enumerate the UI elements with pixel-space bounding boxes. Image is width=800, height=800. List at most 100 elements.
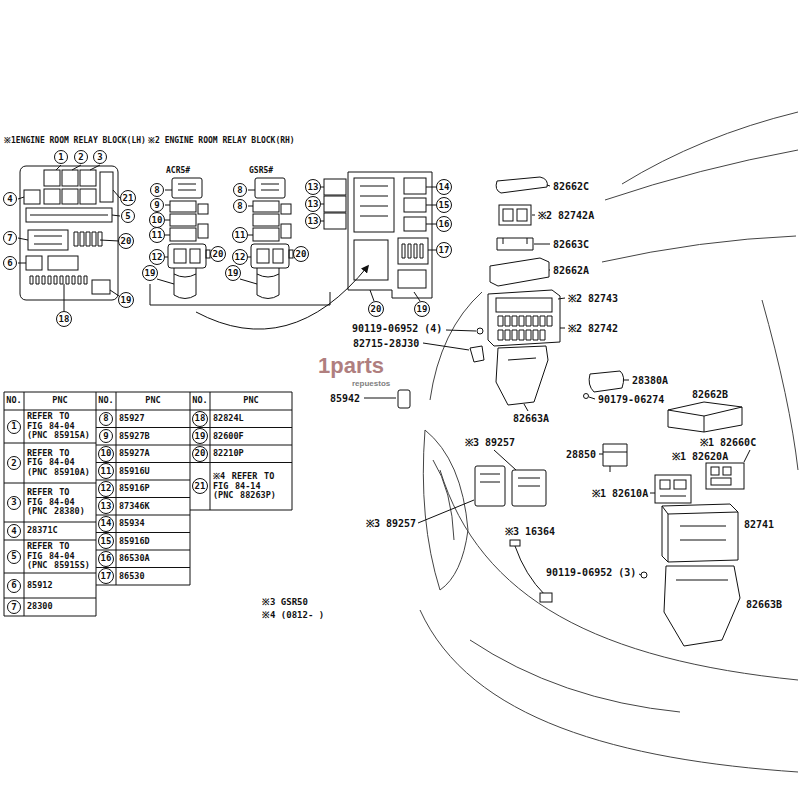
- fuse-box-parts: [497, 238, 533, 250]
- relay-block-lh: [62, 189, 78, 204]
- callout-circle: 8: [99, 412, 113, 426]
- relay-block-gsr: [281, 224, 291, 238]
- relay-block-acr: [198, 224, 208, 238]
- footnote: ※3 GSR50: [262, 598, 308, 608]
- part-number: ※3 89257: [366, 518, 416, 529]
- leader-line: [321, 187, 436, 301]
- table-cell: 85916D: [119, 537, 150, 546]
- table-grid: [4, 392, 292, 616]
- callout-number: 17: [439, 246, 450, 255]
- callout-circle: 20: [293, 246, 309, 262]
- arrow: [196, 266, 368, 329]
- callout-circle: 19: [142, 265, 158, 281]
- car-outline: [762, 300, 798, 470]
- bracket: [150, 284, 330, 305]
- callout-circle: 6: [7, 579, 21, 593]
- fuse-box-parts: [723, 467, 731, 475]
- callout-circle: 13: [305, 179, 321, 195]
- callout-number: 9: [154, 201, 159, 210]
- callout-circle: 4: [7, 524, 21, 538]
- callout-number: 9: [103, 432, 108, 441]
- callout-number: 15: [101, 537, 112, 546]
- table-cell: 85927A: [119, 449, 150, 458]
- callout-circle: 1: [7, 420, 21, 434]
- callout-circle: 8: [150, 183, 164, 197]
- relay-block-lh: [28, 230, 68, 250]
- callout-number: 8: [237, 186, 242, 195]
- table-cell: 86530: [119, 572, 145, 581]
- callout-circle: 11: [232, 227, 248, 243]
- callout-number: 20: [371, 305, 382, 314]
- table-cell: 85927: [119, 414, 145, 423]
- relay-block-rh: [402, 244, 423, 258]
- callout-circle: 21: [120, 190, 136, 206]
- callout-circle: 5: [7, 550, 21, 564]
- block-heading: ※2 ENGINE ROOM RELAY BLOCK(RH): [148, 137, 295, 146]
- leader-line: [321, 187, 436, 301]
- table-cell: REFER TO FIG 84-04 (PNC 28380): [27, 488, 91, 516]
- table-grid: [4, 392, 292, 616]
- callout-number: 16: [439, 220, 450, 229]
- relay-block-acr: [172, 178, 202, 198]
- callout-number: 12: [101, 484, 112, 493]
- part-number: 82662C: [553, 181, 589, 192]
- relay-block-acr: [178, 184, 196, 190]
- fuse-box-parts: [499, 205, 531, 225]
- fuse-box-parts: [660, 496, 686, 497]
- callout-circle: 8: [233, 199, 247, 213]
- callout-number: 11: [152, 231, 163, 240]
- table-header: PNC: [52, 396, 67, 405]
- leader-line: [157, 190, 257, 284]
- callout-number: 19: [195, 432, 206, 441]
- callout-circle: 8: [233, 183, 247, 197]
- relay-block-acr: [174, 268, 196, 299]
- callout-circle: 14: [436, 179, 452, 195]
- callout-circle: 19: [414, 301, 430, 317]
- callout-number: 18: [59, 315, 70, 324]
- fuse-box-parts: [664, 566, 740, 646]
- callout-circle: 19: [118, 292, 134, 308]
- relay-block-rh: [324, 196, 346, 212]
- part-number: 82663C: [553, 239, 589, 250]
- callout-number: 12: [235, 253, 246, 262]
- callout-circle: 20: [368, 301, 384, 317]
- callout-circle: 11: [98, 463, 114, 479]
- car-outline: [430, 292, 482, 400]
- relay-block-lh: [92, 280, 110, 294]
- relay-block-gsr: [251, 178, 293, 299]
- callout-number: 4: [11, 527, 16, 536]
- part-number: ※3 89257: [465, 437, 515, 448]
- callout-number: 14: [101, 519, 112, 528]
- callout-number: 8: [103, 414, 108, 423]
- relay-block-lh: [80, 170, 96, 186]
- callout-number: 19: [417, 305, 428, 314]
- relay-block-gsr: [253, 201, 279, 212]
- relay-block-acr: [170, 228, 196, 241]
- table-cell: REFER TO FIG 84-04 (PNC 85910A): [27, 449, 91, 477]
- table-cell: 28371C: [27, 526, 58, 535]
- table-cell: 85916U: [119, 467, 150, 476]
- relay-block-gsr: [253, 214, 279, 226]
- table-header: PNC: [243, 396, 258, 405]
- callout-number: 13: [308, 217, 319, 226]
- table-header: NO.: [98, 396, 113, 405]
- callout-number: 19: [228, 269, 239, 278]
- block-heading: ※1ENGINE ROOM RELAY BLOCK(LH): [4, 137, 146, 146]
- callout-number: 19: [145, 269, 156, 278]
- relay-block-acr: [168, 244, 206, 268]
- fuse-box-parts: [512, 470, 546, 506]
- relay-block-rh: [354, 240, 388, 280]
- fuse-box-parts: [517, 209, 527, 221]
- relay-block-lh: [48, 256, 78, 270]
- fuse-box-parts: [584, 394, 589, 399]
- callout-circle: 20: [192, 446, 208, 462]
- callout-circle: 18: [192, 411, 208, 427]
- callout-number: 3: [11, 498, 16, 507]
- callout-number: 1: [11, 422, 16, 431]
- fuse-box-parts: [480, 474, 500, 482]
- relay-block-lh: [20, 166, 118, 300]
- part-number: 90119-06952 (3): [546, 567, 636, 578]
- relay-block-rh: [354, 178, 394, 232]
- part-number: 82663B: [746, 599, 782, 610]
